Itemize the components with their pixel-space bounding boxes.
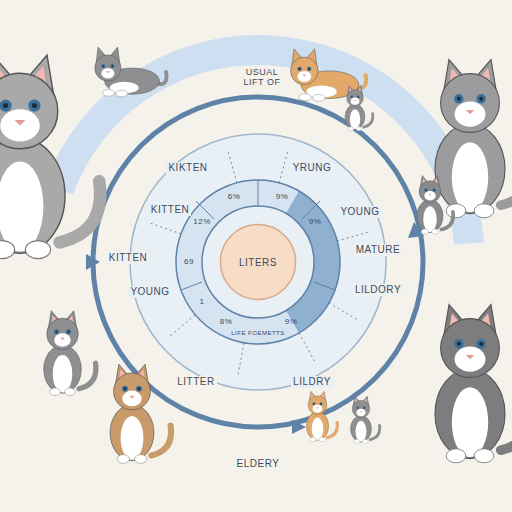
adult-cat [0, 55, 100, 258]
cycle-arrow [292, 420, 306, 434]
center-circle: LITERS [218, 222, 298, 302]
stage-label: KITTEN [107, 252, 150, 264]
stage-label: ELDERY [235, 458, 282, 470]
percent-value: 69 [184, 257, 194, 266]
heading-note: USUAL LIFT OF [238, 67, 286, 88]
percent-value: 1 [200, 297, 205, 306]
circle-fill [220, 224, 295, 299]
stage-label: LILDORY [353, 284, 403, 296]
kitten [306, 391, 337, 441]
percent-value: 12% [193, 217, 211, 226]
stage-label: YOUNG [128, 286, 171, 298]
percent-value: 9% [276, 192, 289, 201]
stage-label: MATURE [354, 244, 402, 256]
percent-value: 8% [220, 317, 233, 326]
stage-label: LITTER [175, 376, 216, 388]
young-cat [110, 364, 171, 463]
adult-cat [435, 60, 512, 218]
dotted-spoke [150, 151, 369, 375]
cycle-arrow [86, 254, 100, 270]
kitten [351, 396, 380, 443]
stage-label: KIKTEN [166, 162, 209, 174]
kitten [345, 86, 373, 131]
stage-label: YOUNG [338, 206, 381, 218]
ring-band [293, 202, 328, 322]
center-label: LITERS [239, 257, 277, 268]
percent-value: 9% [285, 317, 298, 326]
percent-value: 9% [309, 217, 322, 226]
young-cat [44, 311, 96, 396]
inner-disc [130, 134, 386, 390]
stage-label: KITTEN [149, 204, 192, 216]
ring-border [176, 180, 340, 344]
percent-value: 6% [228, 192, 241, 201]
stage-label: YRUNG [291, 162, 334, 174]
ring-border [202, 206, 314, 318]
kitten [95, 47, 167, 97]
stage-label: LILDRY [291, 376, 333, 388]
ring-band [189, 193, 327, 331]
ring-caption: LIFE FOEMETTS [231, 330, 285, 337]
elderly-cat [435, 305, 512, 463]
kitten [417, 175, 453, 234]
